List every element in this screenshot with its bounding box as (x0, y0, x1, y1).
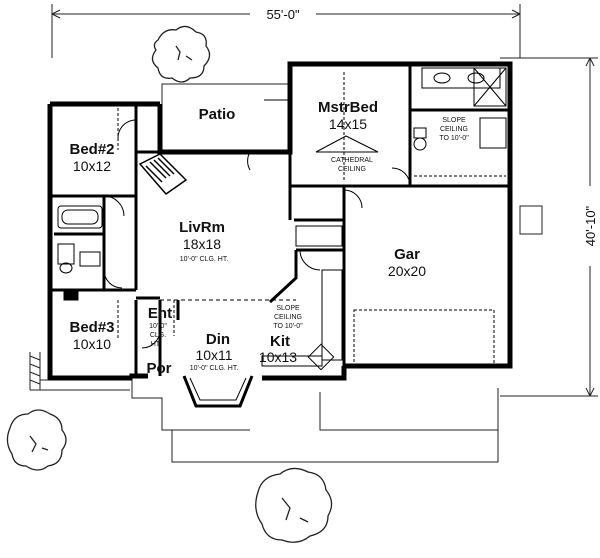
room-size: 18x18 (183, 236, 221, 252)
bath-fixtures (57, 67, 507, 301)
room-name: Bed#2 (69, 141, 114, 158)
bay-window (182, 375, 254, 408)
room-size: 10x13 (259, 349, 297, 365)
room-name: Din (206, 331, 230, 348)
ceiling-note: CEILING (338, 166, 366, 173)
ceiling-note: TO 10'-0" (439, 135, 469, 142)
room-living: LivRm 18x18 10'-0" CLG. HT. (179, 219, 228, 263)
depth-dimension-label: 40'-10" (583, 205, 598, 246)
fireplace-icon (138, 153, 188, 196)
ceiling-note: 10'-0" (149, 323, 167, 330)
room-size: 10x10 (73, 336, 111, 352)
tree-icon (255, 467, 333, 543)
room-dining: Din 10x11 10'-0" CLG. HT. (190, 331, 239, 372)
room-size: 10x12 (73, 158, 111, 174)
room-name: Por (146, 360, 171, 377)
interior-walls (50, 64, 510, 376)
room-garage: Gar 20x20 (388, 246, 426, 279)
room-bed2: Bed#2 10x12 (69, 141, 114, 174)
room-master-bedroom: MstrBed 14x15 CATHEDRAL CEILING (315, 99, 379, 173)
ceiling-note: TO 10'-0" (273, 323, 303, 330)
room-name: Gar (394, 246, 420, 263)
closet-lines (117, 72, 506, 340)
tree-icon (151, 25, 211, 83)
room-kitchen: SLOPE CEILING TO 10'-0" Kit 10x13 (259, 305, 303, 365)
ceiling-note: 10'-0" CLG. HT. (180, 256, 229, 263)
room-entry: Ent 10'-0" CLG. HT. (148, 305, 172, 348)
room-name: Patio (199, 106, 236, 123)
room-size: 20x20 (388, 263, 426, 279)
room-porch: Por (146, 360, 171, 377)
garage-door (353, 309, 495, 367)
ceiling-note: SLOPE (442, 117, 466, 124)
room-name: LivRm (179, 219, 225, 236)
cathedral-ceiling-symbol (315, 135, 379, 153)
room-name: Ent (148, 305, 172, 322)
ceiling-note: CLG. (150, 332, 166, 339)
room-size: 14x15 (329, 116, 367, 132)
room-name: Kit (270, 333, 290, 350)
width-dimension-label: 55'-0" (266, 7, 300, 22)
ceiling-note: 10'-0" CLG. HT. (190, 365, 239, 372)
kitchen-counters (261, 225, 343, 371)
room-master-bath: SLOPE CEILING TO 10'-0" (439, 117, 469, 142)
room-name: MstrBed (318, 99, 378, 116)
room-bed3: Bed#3 10x10 (69, 319, 114, 352)
tree-icon (6, 409, 67, 471)
ceiling-note: SLOPE (276, 305, 300, 312)
door-swings (103, 99, 411, 349)
room-size: 10x11 (195, 347, 232, 363)
ceiling-note: CATHEDRAL (331, 157, 373, 164)
ceiling-note: HT. (151, 341, 162, 348)
ceiling-note: CEILING (274, 314, 302, 321)
ceiling-note: CEILING (440, 126, 468, 133)
room-patio: Patio (199, 106, 236, 123)
room-name: Bed#3 (69, 319, 114, 336)
